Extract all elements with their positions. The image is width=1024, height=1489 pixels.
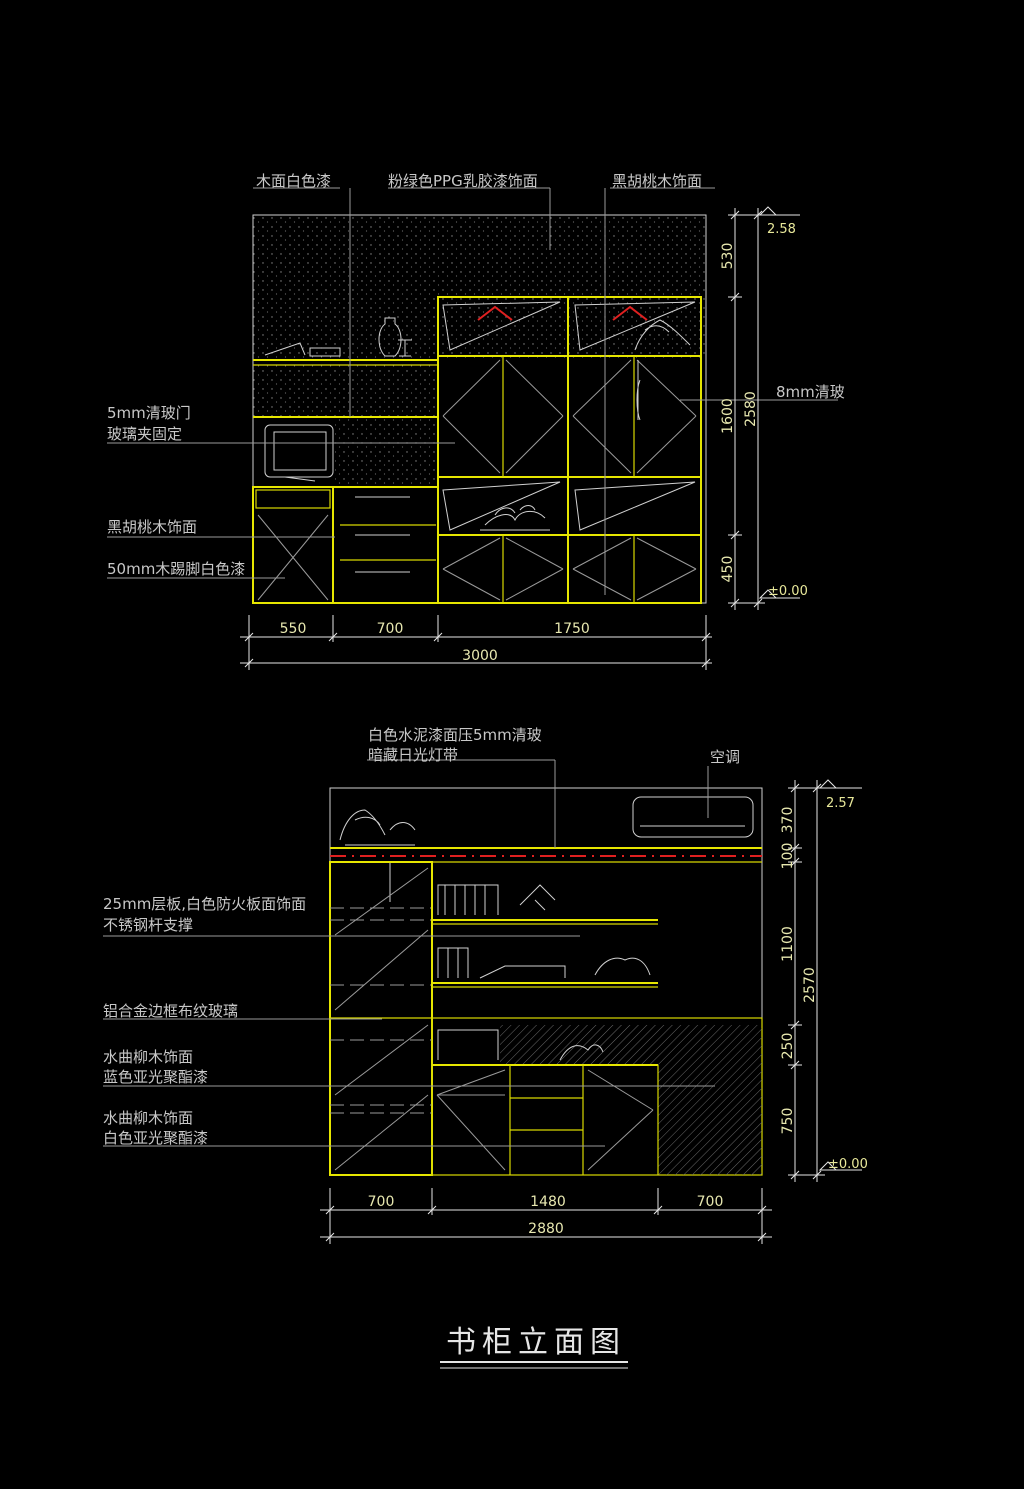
- dim-h-700: 700: [377, 621, 404, 637]
- label-green-paint: 粉绿色PPG乳胶漆饰面: [388, 172, 538, 190]
- dim-v-370: 370: [780, 807, 796, 834]
- bottom-elevation: [103, 759, 862, 1244]
- top-plant-icon: [339, 809, 416, 846]
- top-elevation: [107, 187, 838, 670]
- dim-v-2580: 2580: [743, 391, 759, 427]
- monitor-icon: [264, 424, 334, 478]
- label-walnut-lower: 黑胡桃木饰面: [107, 518, 197, 536]
- dim-v-100: 100: [780, 843, 796, 870]
- books-icon: [264, 342, 341, 357]
- dim-h-1750: 1750: [554, 621, 590, 637]
- wall-texture-low: [335, 417, 438, 487]
- dim-h-3000: 3000: [462, 648, 498, 664]
- level-top: 2.58: [767, 222, 796, 237]
- label-ash-white-1: 水曲柳木饰面: [103, 1109, 193, 1127]
- dim-v-450: 450: [720, 556, 736, 583]
- dim-v-750: 750: [780, 1108, 796, 1135]
- label-glass-clip: 玻璃夹固定: [107, 425, 182, 443]
- label-ash-blue-1: 水曲柳木饰面: [103, 1048, 193, 1066]
- plant-icon-2: [634, 319, 691, 421]
- label-cement-paint: 白色水泥漆面压5mm清玻: [368, 726, 542, 744]
- dim-v-2570: 2570: [802, 967, 818, 1003]
- label-clear-glass: 8mm清玻: [776, 383, 845, 401]
- dim-v-1100: 1100: [780, 926, 796, 962]
- label-wood-white: 木面白色漆: [256, 172, 331, 190]
- plant-icon: [480, 505, 550, 531]
- wall-texture-mid: [253, 365, 438, 417]
- label-hidden-light: 暗藏日光灯带: [368, 746, 458, 764]
- air-conditioner-icon: [632, 796, 754, 838]
- level-bottom: ±0.00: [768, 584, 808, 599]
- dim-v-250: 250: [780, 1033, 796, 1060]
- label-shelf-board: 25mm层板,白色防火板面饰面: [103, 895, 306, 913]
- label-aircon: 空调: [710, 748, 740, 766]
- label-steel-rod: 不锈钢杆支撑: [103, 916, 193, 934]
- hatched-panel: [658, 1025, 762, 1175]
- shelf-books-icon: [437, 884, 556, 915]
- label-aluminium-glass: 铝合金边框布纹玻璃: [103, 1002, 238, 1020]
- dim-h-700-left: 700: [368, 1194, 395, 1210]
- dim-h-2880: 2880: [528, 1221, 564, 1237]
- label-glass-door: 5mm清玻门: [107, 404, 191, 422]
- level-top-2: 2.57: [826, 796, 855, 811]
- vase-icon: [378, 317, 412, 357]
- shelf-items-icon: [437, 947, 651, 979]
- drawing-title: 书柜立面图: [446, 1325, 626, 1360]
- label-ash-white-2: 白色亚光聚酯漆: [103, 1129, 208, 1147]
- dim-h-550: 550: [280, 621, 307, 637]
- label-ash-blue-2: 蓝色亚光聚酯漆: [103, 1068, 208, 1086]
- dim-v-530: 530: [720, 243, 736, 270]
- dim-v-1600: 1600: [720, 398, 736, 434]
- label-walnut-top: 黑胡桃木饰面: [612, 172, 702, 190]
- dim-h-1480: 1480: [530, 1194, 566, 1210]
- wall-texture-upper: [253, 215, 706, 360]
- dim-h-700-right: 700: [697, 1194, 724, 1210]
- level-bottom-2: ±0.00: [828, 1157, 868, 1172]
- label-skirting: 50mm木踢脚白色漆: [107, 560, 245, 578]
